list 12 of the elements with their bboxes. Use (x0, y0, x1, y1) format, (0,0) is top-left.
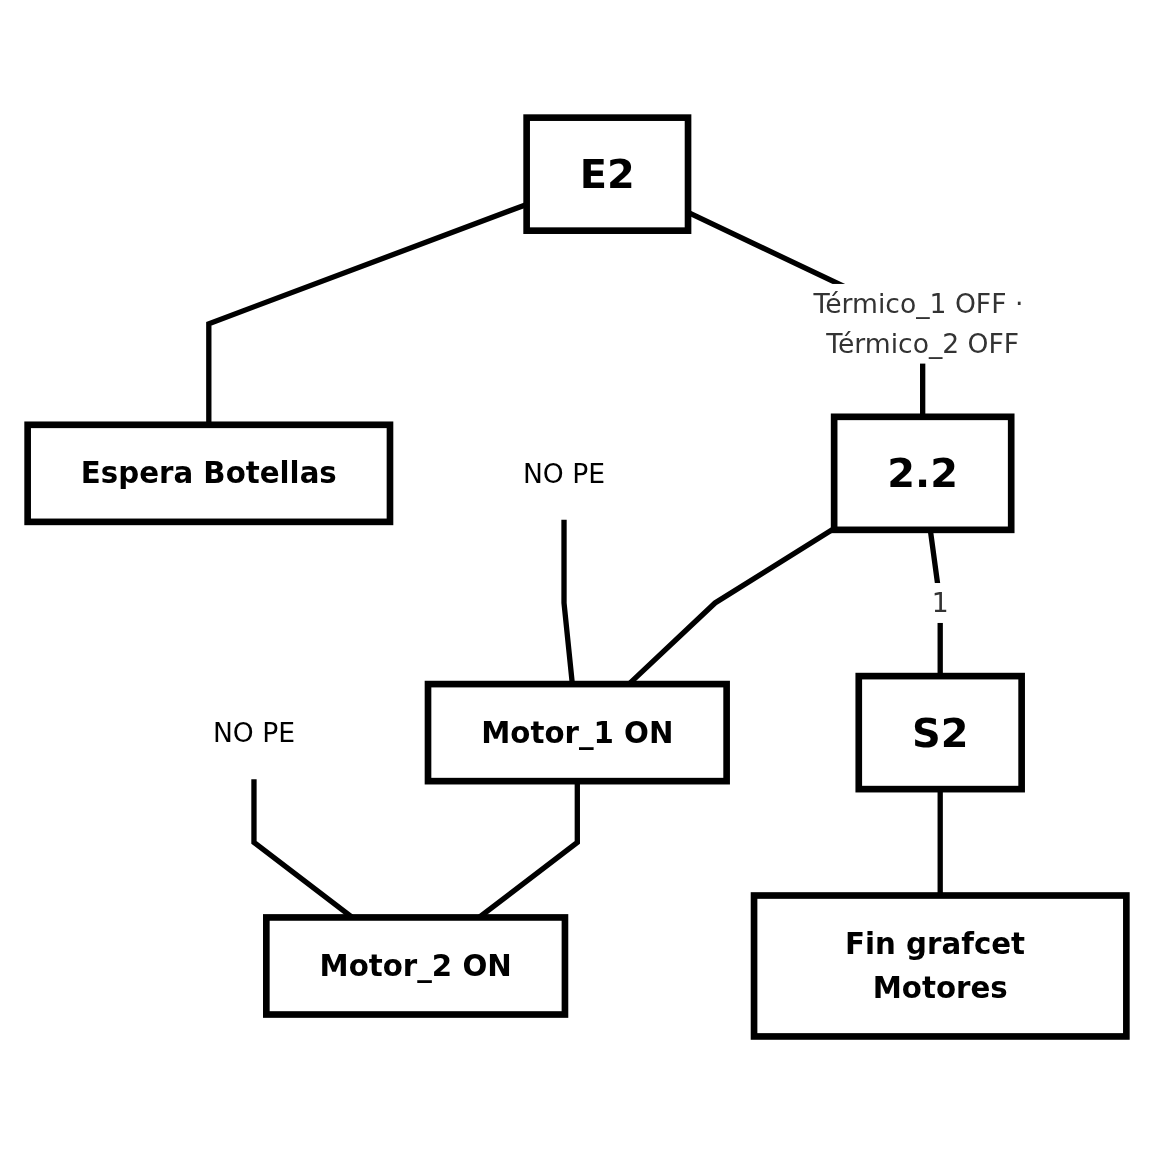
node-box (262, 914, 568, 1019)
grafcet-diagram: Térmico_1 OFF · Térmico_2 OFF 1 E2 Espera Botellas NO PE NO PE 2.2 Motor_1 ON Motor_2 ON S2 Fin grafcet Motores (16, 107, 1137, 1048)
edge-label: 1 (931, 587, 949, 620)
node-text: NO PE (212, 717, 295, 750)
node-box (522, 114, 691, 235)
node-box (854, 673, 1025, 793)
node-box (424, 681, 730, 785)
edge-label: Térmico_1 OFF · Térmico_2 OFF (813, 288, 1023, 361)
node-box (830, 413, 1015, 534)
node-text: NO PE (522, 457, 605, 490)
node-box (23, 421, 393, 526)
node-box (750, 892, 1130, 1041)
